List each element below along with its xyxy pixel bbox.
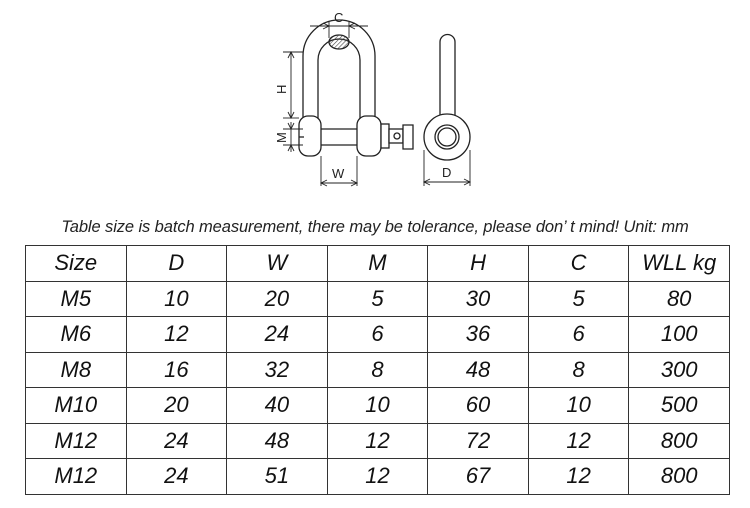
spec-table: Size D W M H C WLL kg M5 10 20 5 30 5 80… [25,245,730,495]
cell-w: 48 [226,422,328,459]
cell-c: 12 [527,458,630,495]
cell-m: 8 [326,351,429,388]
cell-w: 40 [226,387,328,424]
shackle-body-outer [302,19,376,150]
pin-head [380,123,390,149]
cell-wll: 100 [628,316,730,353]
table-row: M6 12 24 6 36 6 100 [25,316,730,353]
cell-h: 30 [427,280,529,317]
table-row: M10 20 40 10 60 10 500 [25,387,730,424]
header-c: C [527,245,630,282]
cell-wll: 300 [628,351,730,388]
cell-h: 67 [427,458,529,495]
table-row: M5 10 20 5 30 5 80 [25,280,730,317]
eye-right [356,115,382,157]
shackle-drawing: C H M W [274,10,472,187]
table-header-row: Size D W M H C WLL kg [25,245,730,282]
cell-d: 10 [125,280,228,317]
section-c-hatch [328,34,350,50]
cell-c: 5 [527,280,630,317]
table-row: M8 16 32 8 48 8 300 [25,351,730,388]
cell-w: 20 [226,280,328,317]
header-w: W [226,245,328,282]
cell-d: 12 [125,316,228,353]
cell-size: M12 [25,458,127,495]
eye-left [298,115,322,157]
cell-w: 51 [226,458,328,495]
cell-m: 12 [326,422,429,459]
cell-size: M12 [25,422,127,459]
cell-c: 10 [527,387,630,424]
cell-size: M10 [25,387,127,424]
label-d: D [442,165,451,180]
shackle-body-inner [317,38,361,150]
cell-c: 12 [527,422,630,459]
cell-size: M6 [25,316,127,353]
table-note: Table size is batch measurement, there m… [61,218,689,236]
header-m: M [326,245,429,282]
cell-m: 5 [326,280,429,317]
dimension-c [310,22,368,38]
side-eye-outer [423,113,471,161]
label-w: W [332,166,345,181]
cell-d: 20 [125,387,228,424]
cell-wll: 80 [628,280,730,317]
table-row: M12 24 48 12 72 12 800 [25,422,730,459]
cell-h: 60 [427,387,529,424]
cell-w: 32 [226,351,328,388]
cell-size: M8 [25,351,127,388]
side-eye-inner [434,124,460,150]
label-h: H [274,85,289,94]
cell-wll: 500 [628,387,730,424]
label-m: M [274,132,289,143]
cell-size: M5 [25,280,127,317]
header-h: H [427,245,529,282]
shackle-side-view [423,33,471,161]
cell-w: 24 [226,316,328,353]
label-c: C [334,10,343,25]
dimension-w [319,156,359,187]
cell-d: 24 [125,458,228,495]
dimension-h [283,50,303,120]
cell-m: 6 [326,316,429,353]
cell-m: 12 [326,458,429,495]
cell-m: 10 [326,387,429,424]
cell-d: 16 [125,351,228,388]
cell-wll: 800 [628,458,730,495]
table-row: M12 24 51 12 67 12 800 [25,458,730,495]
cell-c: 8 [527,351,630,388]
shackle-diagram: C H M W [0,0,750,210]
dimension-m [283,122,303,152]
cell-h: 36 [427,316,529,353]
cell-wll: 800 [628,422,730,459]
header-size: Size [25,245,127,282]
cell-d: 24 [125,422,228,459]
shackle-front-view [298,19,414,157]
cell-h: 72 [427,422,529,459]
side-shank [439,33,456,115]
cell-c: 6 [527,316,630,353]
dimension-d [422,150,472,186]
header-wll: WLL kg [628,245,730,282]
header-d: D [125,245,228,282]
cell-h: 48 [427,351,529,388]
